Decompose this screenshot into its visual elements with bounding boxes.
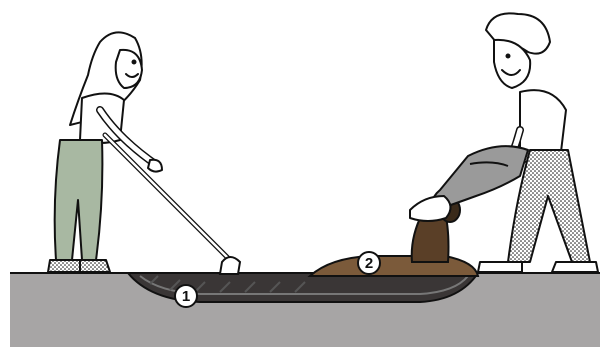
woman-shoe-left — [48, 260, 82, 272]
marker-1-label: 1 — [182, 288, 190, 305]
man-shoe-right — [552, 262, 598, 272]
man-eye — [507, 55, 510, 58]
woman-hand — [148, 160, 162, 172]
woman-shoe-right — [80, 260, 110, 272]
woman-eye — [133, 61, 136, 64]
rake-head — [220, 257, 240, 274]
woman-raking — [48, 32, 162, 272]
rake — [105, 135, 240, 274]
man-shoe-left — [478, 262, 522, 272]
marker-2: 2 — [358, 252, 380, 274]
marker-1: 1 — [175, 285, 197, 307]
compost-bag — [410, 146, 528, 221]
bag-opening — [410, 196, 451, 221]
marker-2-label: 2 — [365, 255, 373, 272]
man-pouring — [478, 13, 598, 272]
compost-pile — [310, 198, 478, 276]
woman-pants — [55, 140, 103, 260]
compost-mound — [310, 256, 478, 276]
woman-face — [116, 50, 142, 88]
rake-handle-inner — [105, 135, 232, 262]
